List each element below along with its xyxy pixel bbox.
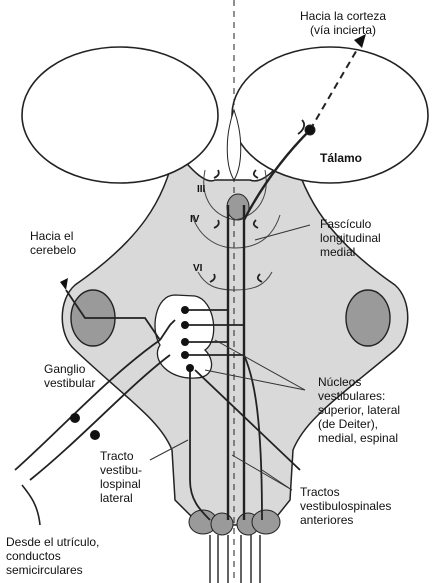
label-cerebelo-1: Hacia el — [30, 229, 73, 243]
medulla-nucleus-4 — [252, 510, 280, 534]
label-fasciculo-1: Fascículo — [320, 217, 372, 231]
label-fasciculo-3: medial — [320, 245, 355, 259]
ganglion-cell-2 — [90, 430, 100, 440]
label-utriculo-3: semicirculares — [6, 563, 83, 577]
label-tracto-4: lateral — [100, 491, 133, 505]
label-nucleos-3: superior, lateral — [318, 403, 400, 417]
label-corteza-1: Hacia la corteza — [300, 9, 386, 23]
label-tracto-3: lospinal — [100, 477, 141, 491]
label-tractos-1: Tractos — [300, 485, 340, 499]
thalamus-left — [22, 47, 218, 183]
label-tractos-2: vestibulospinales — [300, 499, 391, 513]
label-ganglio-2: vestibular — [44, 376, 95, 390]
label-fasciculo-2: longitudinal — [320, 231, 381, 245]
label-utriculo-2: conductos — [6, 549, 61, 563]
nerve-label-iv: IV — [190, 214, 200, 225]
nerve-label-vi: VI — [193, 263, 203, 274]
nerve-label-iii: III — [197, 184, 206, 195]
peduncle-right — [346, 290, 390, 346]
ganglion-cell-1 — [70, 413, 80, 423]
label-tractos-3: anteriores — [300, 513, 353, 527]
cerebellum-arrowhead — [60, 278, 68, 290]
label-nucleos-4: (de Deiter), — [318, 417, 378, 431]
label-ganglio-1: Ganglio — [44, 362, 86, 376]
label-nucleos-2: vestibulares: — [318, 389, 385, 403]
label-nucleos-1: Núcleos — [318, 375, 361, 389]
label-utriculo-1: Desde el utrículo, — [6, 535, 99, 549]
label-tracto-1: Tracto — [100, 449, 134, 463]
label-nucleos-5: medial, espinal — [318, 431, 398, 445]
label-corteza-2: (vía incierta) — [310, 23, 376, 37]
utricle-arrow — [22, 485, 40, 525]
label-talamo: Tálamo — [320, 151, 362, 165]
medulla-nucleus-2 — [211, 513, 233, 535]
spinal-columns — [210, 535, 260, 583]
label-tracto-2: vestibu- — [100, 463, 142, 477]
label-cerebelo-2: cerebelo — [30, 243, 76, 257]
